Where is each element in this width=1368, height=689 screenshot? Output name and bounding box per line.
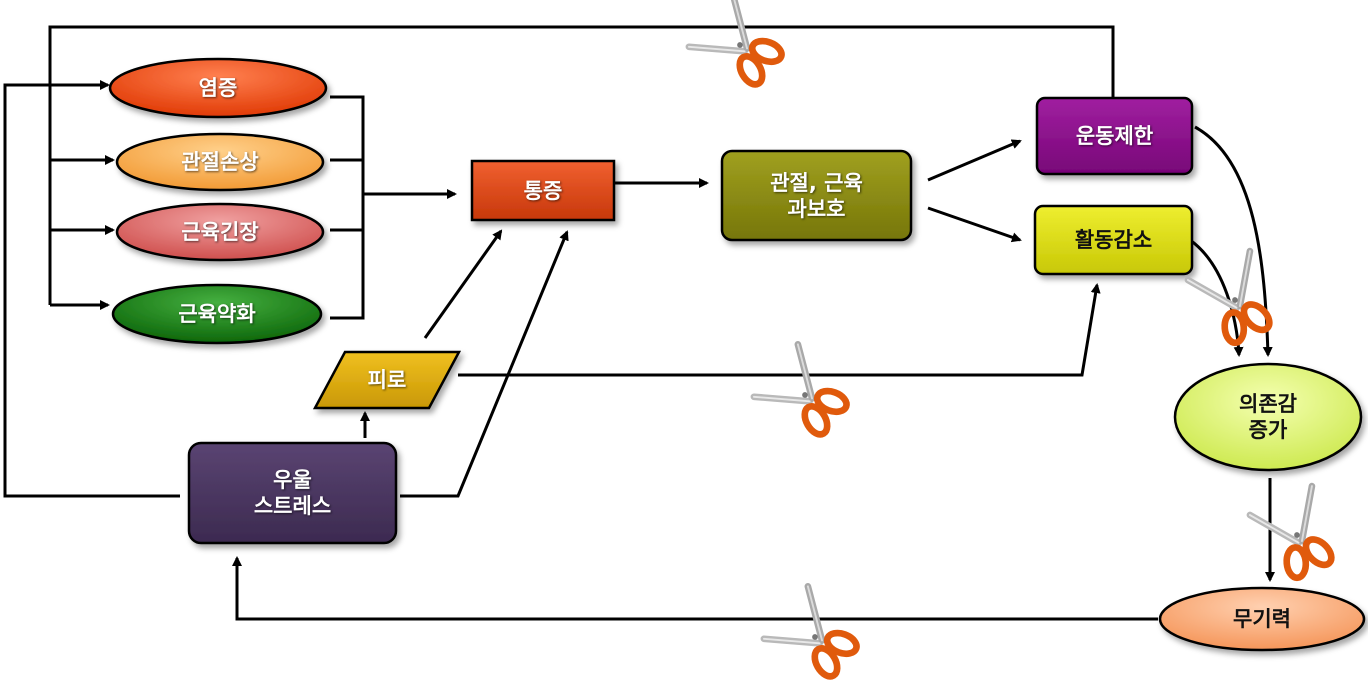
feedback-line-left — [3, 83, 180, 498]
activity-decrease-node — [1033, 204, 1194, 276]
arrow-to-activity-decrease — [927, 206, 1022, 243]
arrow-to-movement-limit — [927, 139, 1022, 182]
scissors-icon — [754, 344, 859, 448]
joint-damage-node — [115, 132, 325, 192]
muscle-weakness-node — [111, 283, 323, 345]
pain-node — [470, 159, 616, 222]
scissors-icon — [1250, 486, 1346, 588]
muscle-tension-node — [115, 202, 325, 262]
depression-stress-node — [187, 441, 398, 545]
scissors-icon — [689, 0, 794, 98]
inflammation-node — [108, 57, 328, 119]
arrow-stress-to-pain — [400, 230, 569, 498]
connectors — [3, 25, 1275, 621]
guarding-node — [720, 149, 913, 242]
arrow-helplessness-to-stress — [232, 556, 1158, 621]
arrow-movement-to-dependence — [1194, 125, 1273, 357]
feedback-line-top — [48, 25, 1115, 305]
nodes — [108, 57, 1366, 652]
bracket — [330, 95, 365, 320]
arrow-fatigue-to-pain — [423, 229, 503, 339]
helplessness-node — [1158, 586, 1366, 652]
scissors-icons — [689, 0, 1346, 689]
arrow-fatigue-to-activity — [458, 283, 1101, 377]
movement-limit-node — [1035, 96, 1194, 176]
dependence-node — [1173, 362, 1363, 472]
fatigue-node — [312, 350, 462, 410]
scissors-icon — [764, 586, 869, 689]
